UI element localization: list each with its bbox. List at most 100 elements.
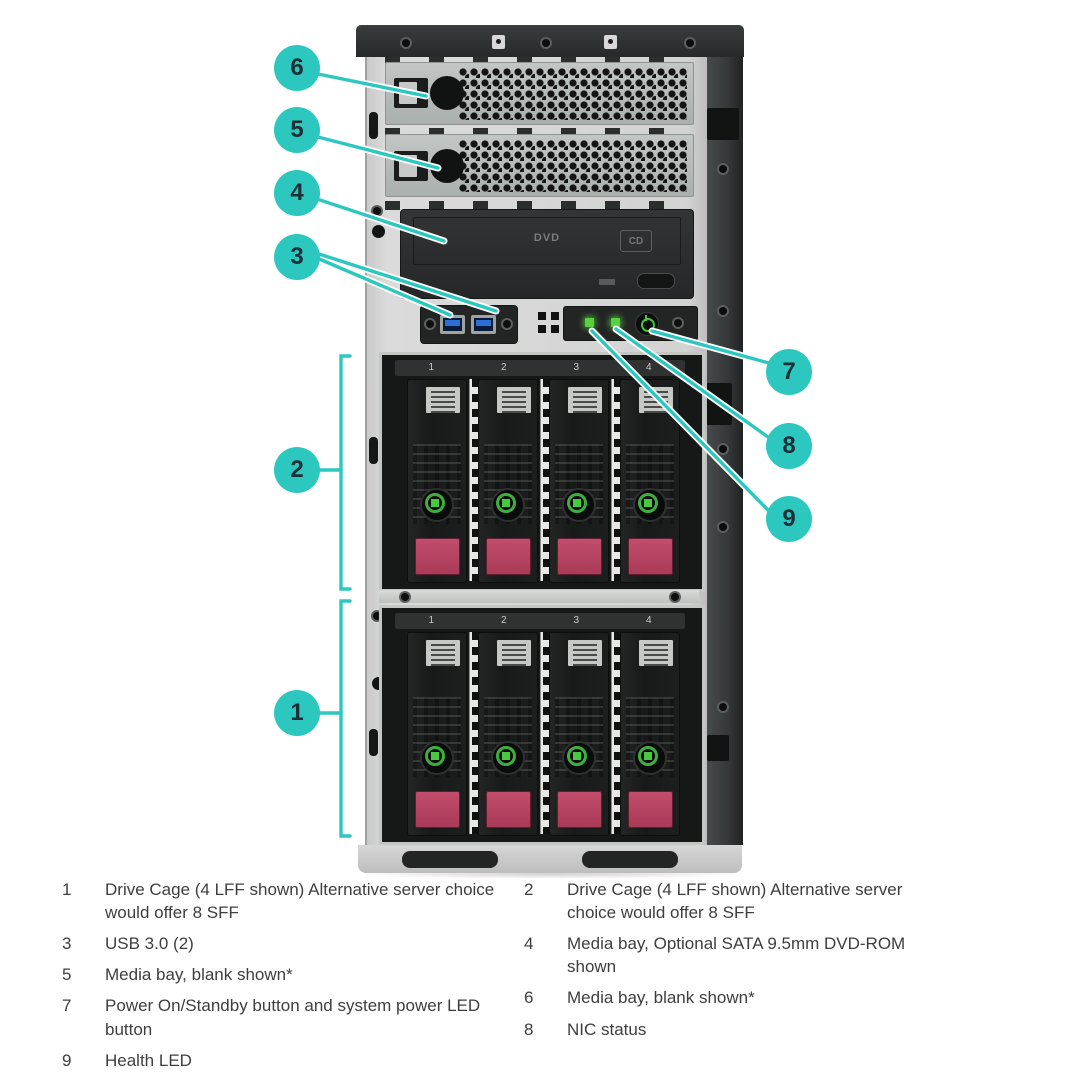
callout-4: 4 [274,170,320,216]
legend-number: 8 [524,1019,534,1039]
blank-latch[interactable] [394,151,428,181]
drive-carrier[interactable] [549,632,609,836]
legend-column-right: 2 Drive Cage (4 LFF shown) Alternative s… [524,878,944,1049]
drive-release-latch[interactable] [628,791,673,828]
legend-number: 3 [62,934,72,954]
side-notch [707,735,729,761]
dvd-tray[interactable]: DVD CD [413,217,681,265]
screw-icon [401,593,409,601]
callout-9: 9 [766,496,812,542]
drive-carrier[interactable] [478,379,538,583]
legend-text: USB 3.0 (2) [105,934,194,954]
callout-7: 7 [766,349,812,395]
cd-logo: CD [620,230,652,252]
bay-number: 1 [428,362,435,373]
drive-carrier[interactable] [620,379,680,583]
drive-release-latch[interactable] [415,538,460,575]
tower-base [358,845,742,873]
drive-release-latch[interactable] [486,791,531,828]
power-icon [641,318,655,332]
bay-number: 2 [500,362,507,373]
bay-number: 3 [573,362,580,373]
legend-number: 2 [524,880,534,899]
drive-release-latch[interactable] [415,791,460,828]
drive-latch-button[interactable] [491,488,525,522]
dvd-eject-button[interactable] [637,273,675,289]
screw-icon [503,320,511,328]
callout-6: 6 [274,45,320,91]
screw-icon [542,39,550,47]
callout-3: 3 [274,234,320,280]
drive-carrier[interactable] [407,632,467,836]
panel-hole [372,225,385,238]
legend-column-left: 1 Drive Cage (4 LFF shown) Alternative s… [62,878,502,1080]
bay-tab-strip [385,57,692,66]
legend-number: 5 [62,965,72,985]
bay-number: 4 [645,362,652,373]
health-led-icon [585,318,594,327]
legend-row: 9 Health LED [62,1049,502,1072]
drive-label [497,387,531,413]
blank-perforation [458,139,687,192]
bay-tab-strip [385,201,692,210]
led-button-panel [563,306,698,341]
drive-latch-button[interactable] [562,488,596,522]
screw-icon [719,307,727,315]
legend-number: 4 [524,934,534,954]
bay-number-strip: 1 2 3 4 [395,613,685,629]
legend-row: 5 Media bay, blank shown* [62,963,502,986]
legend-row: 2 Drive Cage (4 LFF shown) Alternative s… [524,878,944,924]
legend-text: Media bay, Optional SATA 9.5mm DVD-ROM s… [567,934,906,977]
drive-carrier[interactable] [620,632,680,836]
legend-number: 7 [62,996,72,1016]
usb3-port-1[interactable] [440,315,465,334]
drive-release-latch[interactable] [557,791,602,828]
panel-slot [369,437,378,464]
legend-text: Drive Cage (4 LFF shown) Alternative ser… [567,880,903,923]
cage-divider [379,590,699,603]
drive-carrier[interactable] [478,632,538,836]
callout-2: 2 [274,447,320,493]
drive-latch-button[interactable] [420,488,454,522]
drive-latch-button[interactable] [562,741,596,775]
blank-latch[interactable] [394,78,428,108]
drive-cage-upper: 1 2 3 4 [379,352,705,592]
dvd-rom-drive: DVD CD [400,209,694,299]
tower-foot [582,851,678,868]
front-vent-holes [538,312,559,333]
drive-latch-button[interactable] [420,741,454,775]
media-bay-blank-upper [385,62,694,125]
drive-cage-lower: 1 2 3 4 [379,605,705,845]
legend-number: 1 [62,880,72,899]
drive-latch-button[interactable] [633,741,667,775]
side-connector [706,383,732,425]
drive-label [568,387,602,413]
drive-latch-button[interactable] [633,488,667,522]
drive-carrier[interactable] [549,379,609,583]
side-notch [707,108,739,140]
screw-icon [373,612,381,620]
screw-icon [719,165,727,173]
screw-icon [671,593,679,601]
usb3-port-2[interactable] [471,315,496,334]
drive-label [426,640,460,666]
drive-label [426,387,460,413]
bay-number: 1 [428,615,435,626]
drive-release-latch[interactable] [486,538,531,575]
drive-release-latch[interactable] [557,538,602,575]
legend-row: 6 Media bay, blank shown* [524,986,944,1009]
power-button[interactable] [635,312,659,336]
drive-label [568,640,602,666]
bezel-tab [604,35,617,49]
drive-carrier[interactable] [407,379,467,583]
screw-icon [686,39,694,47]
drive-release-latch[interactable] [628,538,673,575]
bay-tab-strip [385,128,692,137]
panel-slot [369,112,378,139]
nic-status-led-icon [611,318,620,327]
dvd-activity-led [599,279,615,285]
drive-latch-button[interactable] [491,741,525,775]
legend-row: 3 USB 3.0 (2) [62,932,502,955]
top-bezel [356,25,744,57]
